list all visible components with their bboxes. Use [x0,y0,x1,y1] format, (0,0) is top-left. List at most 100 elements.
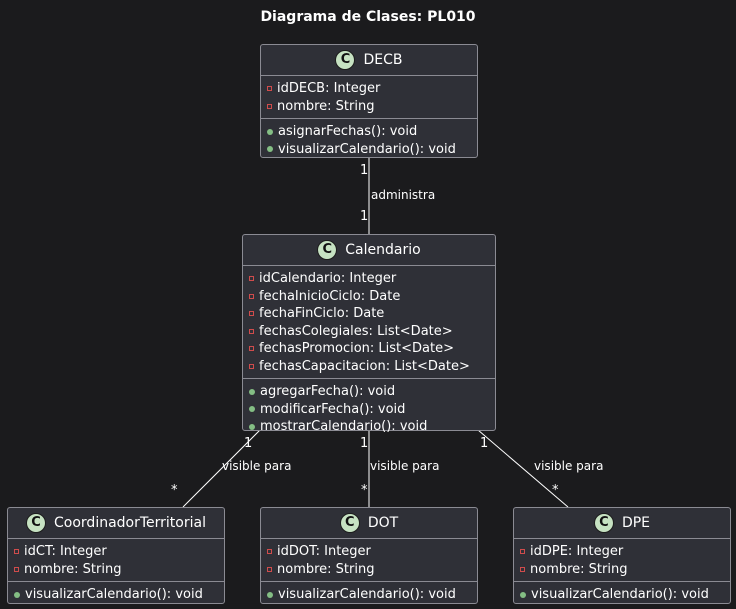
class-name: DECB [363,52,403,68]
public-visibility-icon [520,591,526,598]
multiplicity-calendario-top: 1 [360,209,369,224]
attributes-section: idDPE: Integer nombre: String [514,539,730,581]
class-coordinador-territorial[interactable]: C CoordinadorTerritorial idCT: Integer n… [7,507,225,604]
attribute-text: idCT: Integer [24,544,107,560]
attributes-section: idCalendario: Integer fechaInicioCiclo: … [243,266,495,378]
public-visibility-icon [267,591,273,598]
private-visibility-icon [249,363,254,369]
class-header: C DECB [261,45,477,76]
multiplicity-calendario-middle: 1 [360,436,369,451]
private-visibility-icon [249,346,254,352]
attribute: fechaInicioCiclo: Date [243,288,495,306]
class-calendario[interactable]: C Calendario idCalendario: Integer fecha… [242,234,496,434]
relation-label-visible-para-dot: visible para [370,459,440,473]
private-visibility-icon [267,86,272,92]
attribute-text: nombre: String [24,561,122,577]
method: agregarFecha(): void [243,383,495,401]
class-name: CoordinadorTerritorial [54,515,206,531]
public-visibility-icon [249,406,255,413]
private-visibility-icon [267,566,272,572]
method-text: modificarFecha(): void [260,401,406,417]
attribute-text: idDOT: Integer [277,544,371,560]
multiplicity-dot: * [361,483,368,498]
attribute: idCT: Integer [8,543,224,561]
attribute-text: nombre: String [277,561,375,577]
method: visualizarCalendario(): void [261,141,477,159]
method-text: visualizarCalendario(): void [531,587,709,603]
private-visibility-icon [249,311,254,317]
private-visibility-icon [520,549,525,555]
association-line-dpe [477,429,569,508]
relation-label-visible-para-dpe: visible para [534,459,604,473]
attribute-text: fechaInicioCiclo: Date [259,288,401,304]
attribute: nombre: String [261,561,477,579]
method-text: asignarFechas(): void [278,124,418,140]
attributes-section: idDECB: Integer nombre: String [261,76,477,118]
methods-section: asignarFechas(): void visualizarCalendar… [261,118,477,161]
private-visibility-icon [267,103,272,109]
class-header: C DPE [514,508,730,539]
attribute-text: fechasCapacitacion: List<Date> [259,358,470,374]
methods-section: visualizarCalendario(): void [261,581,477,607]
class-header: C Calendario [243,235,495,266]
association-line-coordinador [182,429,261,508]
methods-section: visualizarCalendario(): void [514,581,730,607]
attribute: nombre: String [261,98,477,116]
method-text: visualizarCalendario(): void [278,587,456,603]
class-header: C DOT [261,508,477,539]
relation-label-visible-para-coordinador: visible para [222,459,292,473]
class-c-icon: C [317,240,338,260]
attribute-text: fechaFinCiclo: Date [259,306,385,322]
relation-label-administra: administra [371,188,436,202]
attribute: idDOT: Integer [261,543,477,561]
method: visualizarCalendario(): void [261,586,477,604]
private-visibility-icon [14,549,19,555]
class-c-icon: C [593,513,614,533]
class-c-icon: C [26,513,47,533]
method-text: mostrarCalendario(): void [260,419,428,435]
method: asignarFechas(): void [261,123,477,141]
attribute: nombre: String [8,561,224,579]
public-visibility-icon [249,388,255,395]
private-visibility-icon [267,549,272,555]
method: modificarFecha(): void [243,401,495,419]
class-c-icon: C [339,513,360,533]
class-dot[interactable]: C DOT idDOT: Integer nombre: String visu… [260,507,478,604]
method-text: visualizarCalendario(): void [278,141,456,157]
public-visibility-icon [267,128,273,135]
attribute: idDPE: Integer [514,543,730,561]
private-visibility-icon [249,276,254,282]
private-visibility-icon [249,293,254,299]
public-visibility-icon [14,591,20,598]
attribute: nombre: String [514,561,730,579]
method-text: agregarFecha(): void [260,384,396,400]
methods-section: visualizarCalendario(): void [8,581,224,607]
public-visibility-icon [267,146,273,153]
attributes-section: idCT: Integer nombre: String [8,539,224,581]
private-visibility-icon [249,328,254,334]
attribute: fechasPromocion: List<Date> [243,340,495,358]
methods-section: agregarFecha(): void modificarFecha(): v… [243,378,495,439]
multiplicity-calendario-left: 1 [244,436,253,451]
method-text: visualizarCalendario(): void [25,587,203,603]
class-decb[interactable]: C DECB idDECB: Integer nombre: String as… [260,44,478,158]
attribute: fechaFinCiclo: Date [243,305,495,323]
attribute-text: idDPE: Integer [530,544,624,560]
attribute-text: idCalendario: Integer [259,271,397,287]
class-dpe[interactable]: C DPE idDPE: Integer nombre: String visu… [513,507,731,604]
public-visibility-icon [249,423,255,430]
multiplicity-coordinador: * [171,483,178,498]
attribute: idDECB: Integer [261,80,477,98]
class-name: Calendario [345,242,421,258]
attribute-text: nombre: String [530,561,628,577]
class-header: C CoordinadorTerritorial [8,508,224,539]
attribute-text: nombre: String [277,98,375,114]
method: mostrarCalendario(): void [243,418,495,436]
attribute-text: fechasColegiales: List<Date> [259,323,453,339]
attribute: fechasCapacitacion: List<Date> [243,358,495,376]
private-visibility-icon [14,566,19,572]
attribute: idCalendario: Integer [243,270,495,288]
attribute-text: fechasPromocion: List<Date> [259,341,454,357]
private-visibility-icon [520,566,525,572]
